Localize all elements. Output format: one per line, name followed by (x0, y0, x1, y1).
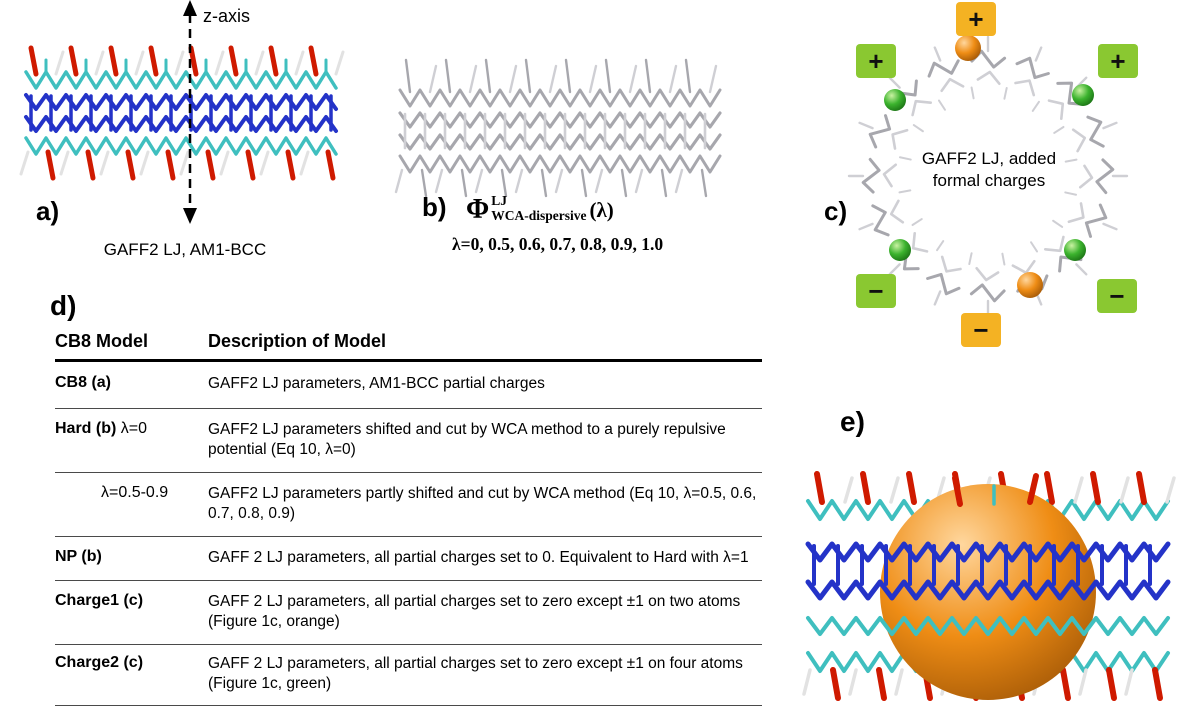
model-name: NP (b) (55, 548, 102, 566)
table-header-model: CB8 Model (55, 331, 149, 351)
charge-badge-upper-right-plus: + (1098, 44, 1138, 78)
panel-label-b: b) (422, 192, 447, 222)
table-row: CB8 (a) GAFF2 LJ parameters, AM1-BCC par… (55, 362, 762, 409)
cb8-wca-side-view-molecule (394, 58, 722, 198)
z-axis-arrow-icon (183, 0, 197, 224)
description-cell: GAFF2 LJ parameters partly shifted and c… (208, 484, 757, 523)
model-name-suffix: λ=0.5-0.9 (101, 483, 169, 501)
panel-c-annotation-line1: GAFF2 LJ, added (921, 149, 1057, 168)
formula-phi: Φ (466, 194, 490, 225)
model-name: CB8 (a) (55, 374, 112, 391)
panel-label-a: a) (36, 196, 60, 226)
wca-dispersive-potential-formula: Φ LJ WCA-dispersive (λ) (466, 193, 614, 225)
cb8-top-view-ring-molecule (847, 35, 1129, 317)
model-name-suffix: λ=0 (116, 419, 148, 437)
panel-label-d: d) (50, 290, 77, 321)
panel-a-caption: GAFF2 LJ, AM1-BCC (103, 240, 267, 259)
formula-superscript: LJ (491, 193, 507, 208)
charge-badge-lower-left-minus: − (856, 274, 896, 308)
description-cell: GAFF2 LJ parameters shifted and cut by W… (208, 420, 726, 459)
lambda-values-line: λ=0, 0.5, 0.6, 0.7, 0.8, 0.9, 1.0 (452, 234, 664, 254)
cb8-guest-sphere-molecule (802, 471, 1176, 701)
table-row: NP (b) GAFF 2 LJ parameters, all partial… (55, 537, 762, 581)
description-cell: GAFF2 LJ parameters, AM1-BCC partial cha… (208, 375, 545, 392)
model-cell: λ=0.5-0.9 (55, 484, 208, 525)
table-row: Charge2 (c) GAFF 2 LJ parameters, all pa… (55, 645, 762, 707)
model-cell: NP (b) (55, 548, 208, 569)
model-cell: Charge1 (c) (55, 592, 208, 633)
description-cell: GAFF 2 LJ parameters, all partial charge… (208, 592, 741, 631)
cb8-model-table: CB8 Model Description of Model CB8 (a) G… (55, 327, 762, 707)
description-cell: GAFF 2 LJ parameters, all partial charge… (208, 654, 743, 693)
model-name: Charge1 (c) (55, 591, 144, 609)
table-row: Hard (b) λ=0 GAFF2 LJ parameters shifted… (55, 409, 762, 473)
z-axis-label: z-axis (203, 6, 251, 26)
charge-badge-top-plus: + (956, 2, 996, 36)
model-cell: Charge2 (c) (55, 654, 208, 695)
charge-badge-upper-left-plus: + (856, 44, 896, 78)
formula-supsub: LJ WCA-dispersive (491, 193, 587, 224)
description-cell: GAFF 2 LJ parameters, all partial charge… (208, 549, 749, 567)
panel-label-c: c) (824, 196, 848, 226)
table-header-description: Description of Model (208, 331, 387, 351)
formula-argument: (λ) (589, 198, 614, 222)
panel-c-annotation-line2: formal charges (932, 171, 1046, 191)
panel-c-annotation: GAFF2 LJ, added formal charges (893, 148, 1085, 193)
formula-subscript: WCA-dispersive (491, 207, 587, 223)
table-header-row: CB8 Model Description of Model (55, 327, 762, 362)
model-name: Hard (b) (55, 419, 117, 437)
model-cell: Hard (b) λ=0 (55, 420, 208, 461)
panel-label-e: e) (840, 406, 865, 437)
charge-badge-lower-right-minus: − (1097, 279, 1137, 313)
model-cell: CB8 (a) (55, 374, 208, 395)
model-name: Charge2 (c) (55, 653, 144, 671)
table-row: λ=0.5-0.9 GAFF2 LJ parameters partly shi… (55, 473, 762, 538)
charge-badge-bottom-minus: − (961, 313, 1001, 347)
table-row: Charge1 (c) GAFF 2 LJ parameters, all pa… (55, 581, 762, 645)
